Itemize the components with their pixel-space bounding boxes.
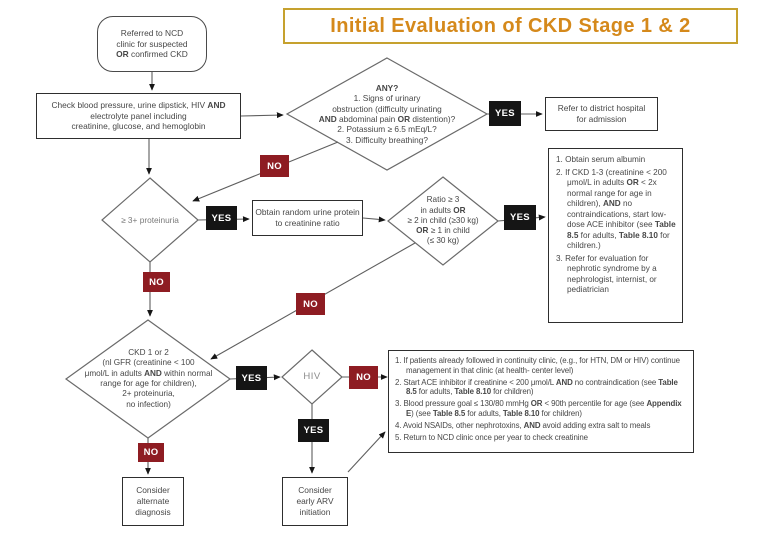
no-chip-ratio: NO (296, 293, 325, 315)
management-item-2: 2. Start ACE inhibitor if creatinine < 2… (395, 377, 678, 397)
node-alternate-text: Consider alternate diagnosis (135, 485, 171, 517)
diamond-proteinuria-shape (101, 177, 199, 263)
management-item-4: 4. Avoid NSAIDs, other nephrotoxins, AND… (395, 420, 651, 430)
node-referred-to-ncd: Referred to NCD clinic for suspected OR … (97, 16, 207, 72)
albumin-item-1: 1. Obtain serum albumin (556, 155, 646, 164)
node-refer-hospital-text: Refer to district hospital for admission (557, 103, 646, 124)
node-consider-alternate-diagnosis: Consider alternate diagnosis (122, 477, 184, 526)
node-referred-text: Referred to NCD clinic for suspected OR … (116, 27, 188, 60)
yes-chip-ckd12: YES (236, 366, 267, 390)
page-title: Initial Evaluation of CKD Stage 1 & 2 (283, 8, 738, 44)
node-refer-district-hospital: Refer to district hospital for admission (545, 97, 658, 131)
no-chip-any: NO (260, 155, 289, 177)
yes-chip-hiv: YES (298, 419, 329, 442)
node-management-list: 1. If patients already followed in conti… (388, 350, 694, 453)
diamond-ckd12-shape (64, 319, 232, 439)
yes-chip-proteinuria: YES (206, 206, 237, 230)
node-check-text: Check blood pressure, urine dipstick, HI… (51, 99, 226, 132)
arrow-obtain-to-ratio (362, 216, 386, 223)
diamond-ratio-shape (387, 176, 499, 266)
albumin-item-2: 2. If CKD 1-3 (creatinine < 200 μmol/L i… (556, 167, 676, 251)
diamond-hiv-shape (281, 349, 343, 405)
yes-chip-any: YES (489, 101, 521, 126)
albumin-item-3: 3. Refer for evaluation for nephrotic sy… (556, 253, 657, 295)
no-chip-proteinuria: NO (143, 272, 170, 292)
diamond-any-shape (285, 57, 489, 171)
yes-chip-ratio: YES (504, 205, 536, 230)
arrow-arv-to-management (347, 431, 386, 473)
no-chip-ckd12: NO (138, 443, 164, 462)
management-item-1: 1. If patients already followed in conti… (395, 356, 680, 375)
node-obtain-urine-ratio: Obtain random urine protein to creatinin… (252, 200, 363, 236)
management-item-3: 3. Blood pressure goal ≤ 130/80 mmHg OR … (395, 399, 682, 418)
arrow-check-to-any (240, 112, 284, 119)
node-obtain-text: Obtain random urine protein to creatinin… (255, 207, 360, 228)
management-item-5: 5. Return to NCD clinic once per year to… (395, 432, 588, 442)
no-chip-hiv: NO (349, 366, 378, 389)
node-consider-early-arv: Consider early ARV initiation (282, 477, 348, 526)
page-title-text: Initial Evaluation of CKD Stage 1 & 2 (330, 14, 691, 37)
node-arv-text: Consider early ARV initiation (296, 485, 334, 517)
node-albumin-ace-list: 1. Obtain serum albumin 2. If CKD 1-3 (c… (548, 148, 683, 323)
node-check-blood-pressure: Check blood pressure, urine dipstick, HI… (36, 93, 241, 139)
